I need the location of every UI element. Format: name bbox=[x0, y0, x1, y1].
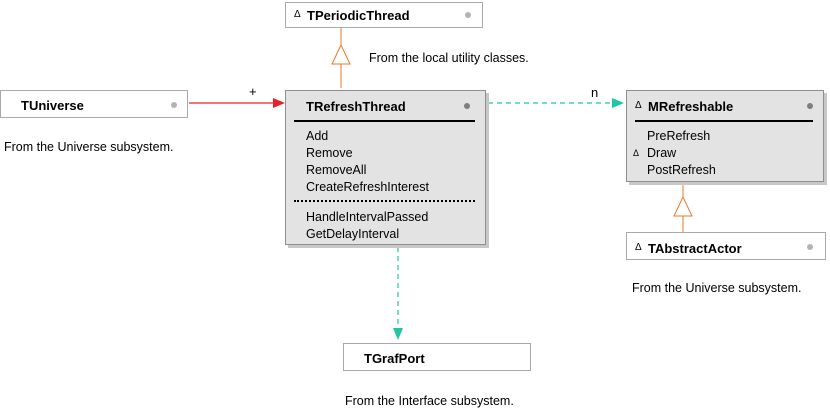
method-remove: Remove bbox=[306, 146, 353, 160]
method-marker: Δ bbox=[633, 148, 640, 158]
class-name-refresh-thread: TRefreshThread bbox=[306, 99, 406, 114]
inheritance-triangle-periodic-thread bbox=[331, 43, 351, 65]
association-arrowhead-universe bbox=[273, 98, 285, 108]
caption-universe-left: From the Universe subsystem. bbox=[4, 140, 174, 154]
class-title-divider bbox=[294, 120, 475, 122]
property-dot-icon bbox=[464, 103, 470, 109]
association-arrowhead-refreshable bbox=[612, 98, 624, 108]
override-list-refresh-thread: HandleIntervalPassed GetDelayInterval bbox=[306, 209, 428, 243]
property-dot-icon bbox=[465, 12, 471, 18]
class-name-grafport: TGrafPort bbox=[364, 351, 425, 366]
class-box-universe: TUniverse bbox=[0, 90, 188, 118]
method-list-refreshable: PreRefresh Δ Draw PostRefresh bbox=[633, 128, 716, 179]
class-name-periodic-thread: TPeriodicThread bbox=[307, 8, 410, 23]
method-label: PostRefresh bbox=[647, 163, 716, 177]
class-name-universe: TUniverse bbox=[21, 98, 84, 113]
class-name-abstract-actor: TAbstractActor bbox=[648, 241, 742, 256]
method-add: Add bbox=[306, 129, 329, 143]
method-label: Draw bbox=[647, 146, 677, 160]
property-dot-icon bbox=[807, 103, 813, 109]
property-dot-icon bbox=[807, 244, 813, 250]
method-pre-refresh: PreRefresh bbox=[647, 128, 716, 145]
class-box-abstract-actor: Δ TAbstractActor bbox=[626, 232, 826, 260]
method-post-refresh: PostRefresh bbox=[647, 162, 716, 179]
delta-marker: Δ bbox=[294, 9, 301, 20]
class-box-periodic-thread: Δ TPeriodicThread bbox=[285, 2, 483, 28]
property-dot-icon bbox=[171, 102, 177, 108]
class-name-refreshable: MRefreshable bbox=[648, 99, 734, 114]
association-arrowhead-grafport bbox=[393, 328, 403, 340]
inheritance-triangle-refreshable bbox=[673, 195, 693, 217]
caption-interface: From the Interface subsystem. bbox=[345, 394, 514, 408]
method-create-refresh-interest: CreateRefreshInterest bbox=[306, 180, 429, 194]
class-title-divider bbox=[635, 120, 813, 122]
method-draw: Δ Draw bbox=[633, 145, 716, 162]
method-remove-all: RemoveAll bbox=[306, 163, 367, 177]
delta-marker: Δ bbox=[635, 242, 642, 253]
method-label: PreRefresh bbox=[647, 129, 711, 143]
caption-local-utility: From the local utility classes. bbox=[369, 51, 529, 65]
delta-marker: Δ bbox=[635, 100, 642, 111]
class-box-refreshable: Δ MRefreshable PreRefresh Δ Draw PostRef… bbox=[626, 90, 824, 182]
multiplicity-plus: + bbox=[249, 84, 257, 99]
caption-universe-right: From the Universe subsystem. bbox=[632, 281, 802, 295]
override-divider bbox=[294, 200, 475, 202]
multiplicity-n: n bbox=[591, 85, 599, 100]
class-box-grafport: TGrafPort bbox=[343, 343, 531, 371]
method-get-delay-interval: GetDelayInterval bbox=[306, 227, 400, 241]
method-list-refresh-thread: Add Remove RemoveAll CreateRefreshIntere… bbox=[306, 128, 429, 196]
class-box-refresh-thread: TRefreshThread Add Remove RemoveAll Crea… bbox=[285, 90, 486, 245]
method-handle-interval-passed: HandleIntervalPassed bbox=[306, 210, 429, 224]
